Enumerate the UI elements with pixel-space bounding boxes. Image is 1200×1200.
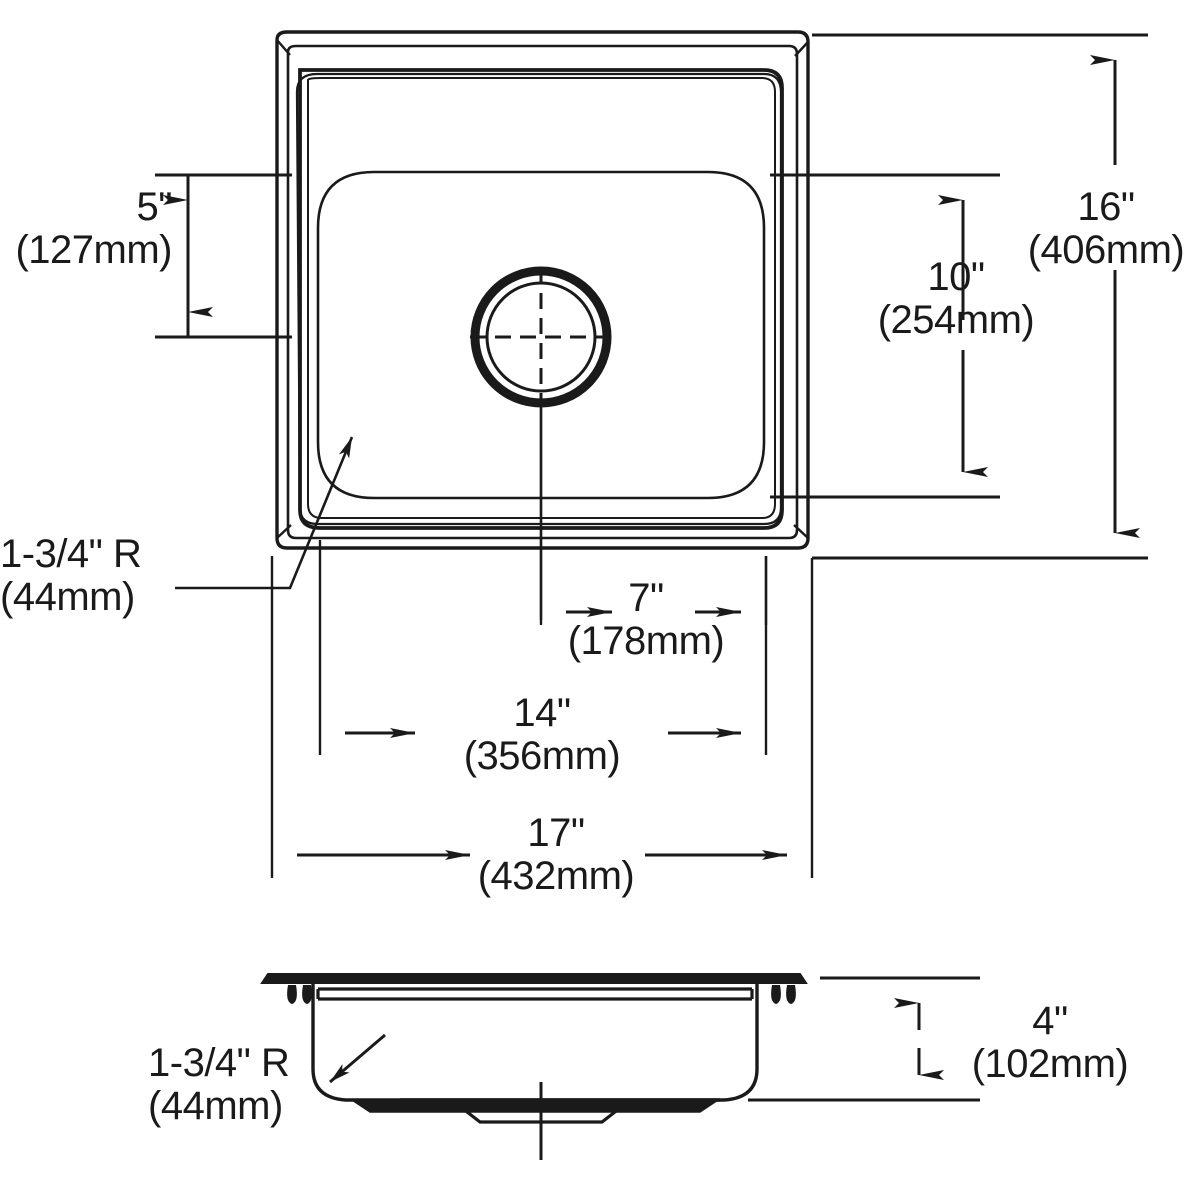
dim-10in-metric: (254mm) bbox=[877, 298, 1035, 343]
dim-16in-imperial: 16" bbox=[1077, 185, 1135, 229]
dim-7in-metric: (178mm) bbox=[567, 619, 725, 664]
dim-14in-imperial: 14" bbox=[513, 691, 571, 735]
dimension-label-drain-offset: 7" (178mm) bbox=[552, 576, 740, 664]
drain-crosshair bbox=[470, 268, 612, 404]
dimension-label-bowl-depth-front: 5" (127mm) bbox=[0, 185, 173, 273]
dimension-overall-width bbox=[270, 556, 814, 878]
dim-17in-metric: (432mm) bbox=[477, 854, 635, 899]
dim-14in-metric: (356mm) bbox=[463, 734, 621, 779]
dim-17in-imperial: 17" bbox=[527, 811, 585, 855]
dimension-bowl-length bbox=[770, 173, 1000, 499]
dimension-label-bowl-length: 10" (254mm) bbox=[862, 255, 1050, 343]
dim-radius-top-imperial: 1-3/4" R bbox=[0, 532, 142, 576]
dim-7in-imperial: 7" bbox=[628, 576, 664, 620]
dimension-bowl-depth-front bbox=[155, 173, 292, 339]
dim-radius-top-metric: (44mm) bbox=[0, 575, 135, 620]
section-view-sink-body bbox=[260, 973, 808, 1160]
dim-4in-metric: (102mm) bbox=[971, 1042, 1129, 1087]
dimension-overall-length bbox=[812, 33, 1148, 560]
dim-radius-section-imperial: 1-3/4" R bbox=[148, 1041, 290, 1085]
dimension-label-bowl-width: 14" (356mm) bbox=[448, 691, 636, 779]
dimension-label-corner-radius-section: 1-3/4" R (44mm) bbox=[148, 1041, 348, 1129]
dimension-label-bowl-depth: 4" (102mm) bbox=[950, 999, 1150, 1087]
dim-4in-imperial: 4" bbox=[1032, 999, 1068, 1043]
dim-5in-imperial: 5" bbox=[136, 185, 173, 229]
dimension-label-overall-length: 16" (406mm) bbox=[1012, 185, 1200, 273]
dim-10in-imperial: 10" bbox=[927, 255, 985, 299]
corner-radius-leader-section bbox=[329, 1033, 386, 1084]
mounting-clip bbox=[287, 985, 796, 1004]
dimension-bowl-depth bbox=[748, 976, 980, 1102]
dimension-label-overall-width: 17" (432mm) bbox=[462, 811, 650, 899]
dim-16in-metric: (406mm) bbox=[1027, 228, 1185, 273]
dimension-bowl-width bbox=[318, 540, 768, 755]
dimension-label-corner-radius-top: 1-3/4" R (44mm) bbox=[0, 532, 180, 620]
top-view-sink-body bbox=[275, 30, 810, 550]
dim-radius-section-metric: (44mm) bbox=[148, 1084, 283, 1129]
dim-5in-metric: (127mm) bbox=[15, 228, 172, 273]
corner-radius-leader-top bbox=[175, 436, 354, 590]
